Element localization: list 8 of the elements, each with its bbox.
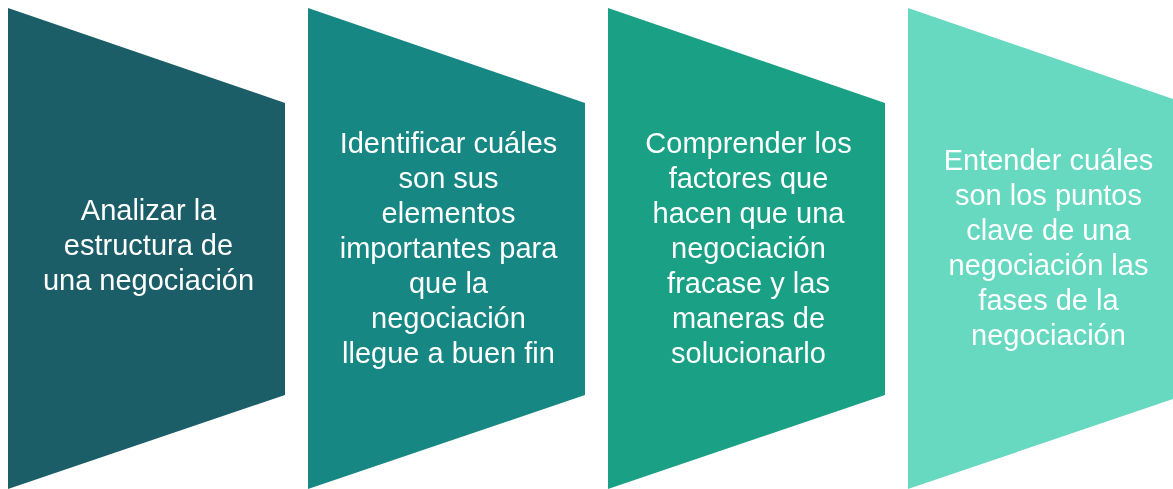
chevron-step	[8, 8, 285, 489]
step-text: Entender cuáles son los puntos clave de una negociación las fases de la negociación	[942, 143, 1155, 353]
chevron-step	[608, 8, 885, 489]
chevron-step	[308, 8, 585, 489]
chevron-step	[908, 8, 1173, 489]
step-text: Comprender los factores que hacen que una negociación fracase y las maneras de solucionarlo	[644, 125, 853, 371]
step-text: Analizar la estructura de una negociación	[41, 192, 256, 298]
step-text: Identificar cuáles son sus elementos importantes para que la negociación llegue a buen fin	[338, 125, 559, 371]
